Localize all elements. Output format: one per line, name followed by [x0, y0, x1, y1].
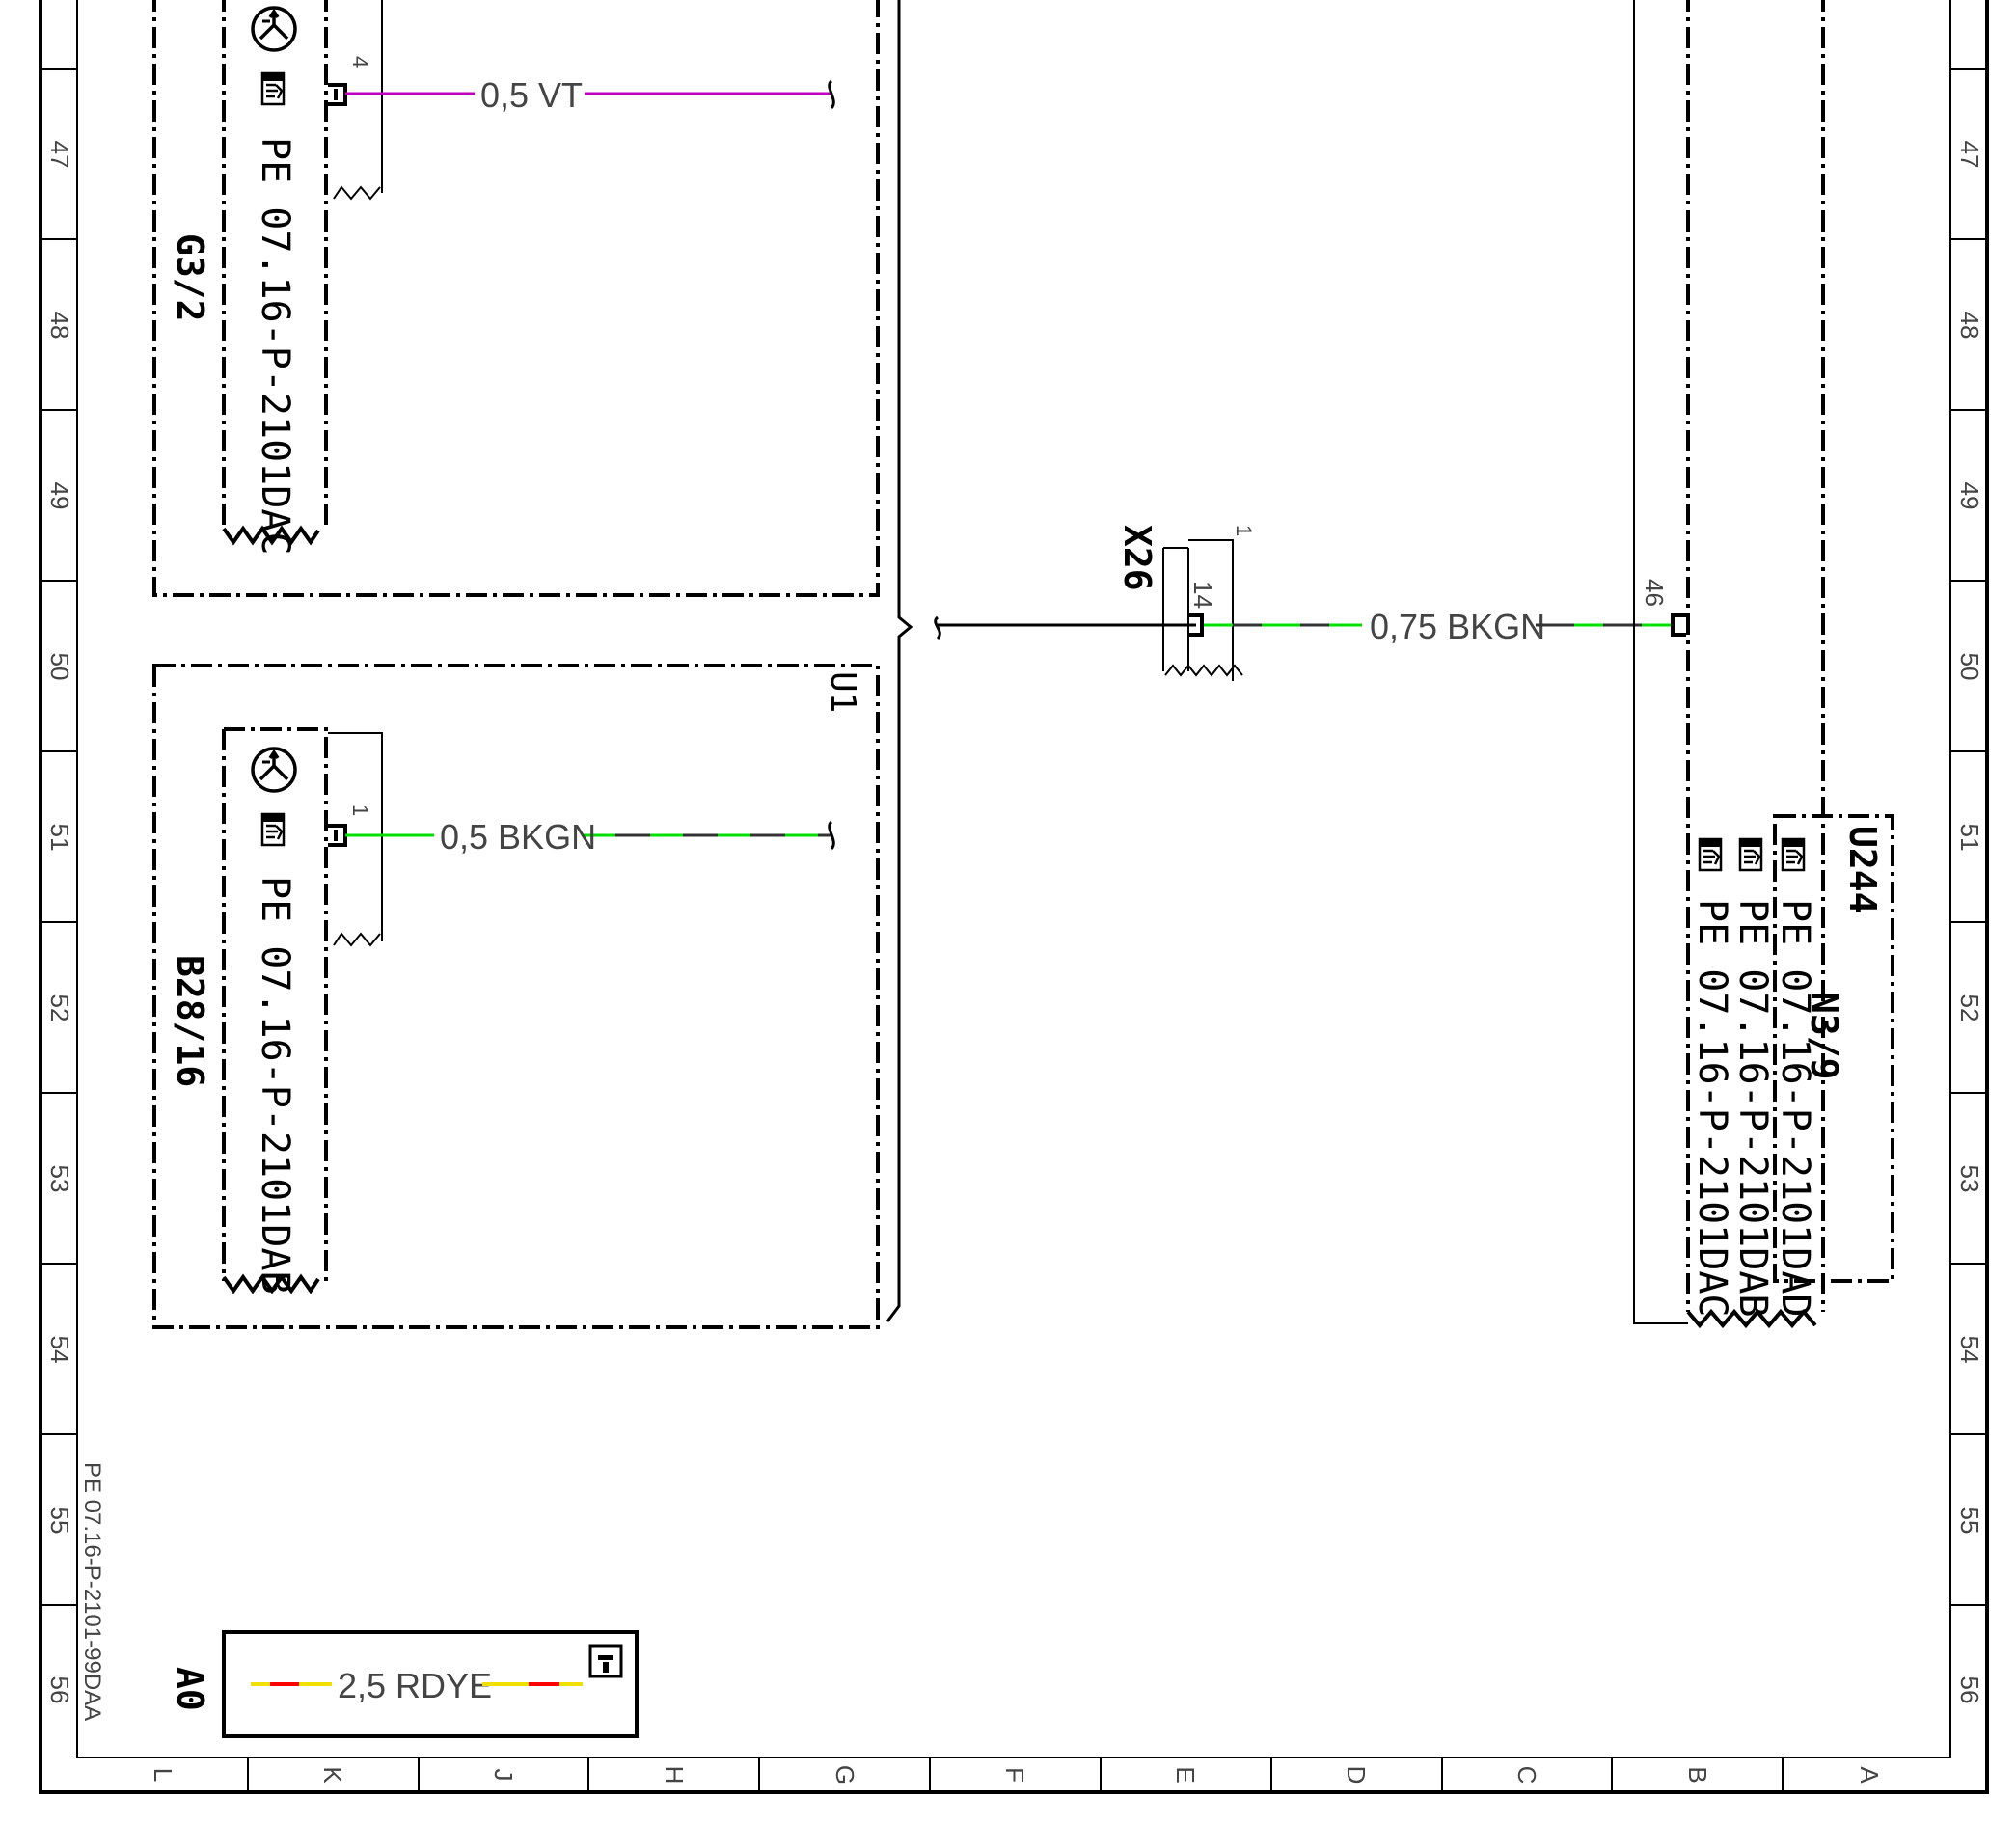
column-label-D: D [1342, 1766, 1371, 1784]
g3-2-pin: 4 [348, 56, 372, 68]
row-label-53-right: 53 [1955, 1165, 1984, 1193]
u244-label: U244 [1841, 826, 1884, 914]
row-label-48-left: 48 [45, 312, 74, 340]
n3-9-pin: 46 [1640, 579, 1669, 607]
row-label-50-right: 50 [1955, 653, 1984, 681]
column-label-J: J [489, 1769, 518, 1782]
wire-vt-end [828, 79, 835, 110]
row-label-55-left: 55 [45, 1507, 74, 1535]
row-label-52-left: 52 [45, 994, 74, 1022]
drawing-reference: PE 07.16-P-2101-99DAA [79, 1462, 105, 1721]
row-label-54-left: 54 [45, 1336, 74, 1364]
wire-bkgn-label: 0,5 BKGN [440, 817, 596, 857]
b28-16-pin: 1 [348, 804, 372, 816]
wire-bkgn-end [828, 820, 835, 851]
inner-frame [76, 0, 1951, 1758]
pointing-hand-icon [260, 71, 286, 106]
b28-16-connector [328, 732, 383, 941]
row-label-48-right: 48 [1955, 312, 1984, 340]
wire-vt-label: 0,5 VT [480, 75, 583, 115]
n3-9-frame [1633, 0, 1688, 1324]
row-label-49-right: 49 [1955, 482, 1984, 510]
row-label-56-left: 56 [45, 1676, 74, 1704]
wire-bkgn-075-label: 0,75 BKGN [1370, 607, 1545, 646]
x26-label: X26 [1116, 525, 1158, 591]
row-label-53-left: 53 [45, 1165, 74, 1193]
row-label-47-right: 47 [1955, 141, 1984, 169]
a0-legend-box [222, 1630, 639, 1738]
row-label-54-right: 54 [1955, 1336, 1984, 1364]
pointing-hand-icon [1738, 837, 1763, 872]
x26-break [1164, 664, 1243, 677]
row-label-47-left: 47 [45, 141, 74, 169]
column-label-F: F [1000, 1767, 1029, 1783]
g3-2-pin-terminal [328, 83, 347, 106]
column-label-E: E [1171, 1766, 1200, 1783]
row-label-50-left: 50 [45, 653, 74, 681]
column-label-A: A [1855, 1766, 1884, 1784]
column-label-K: K [318, 1766, 347, 1784]
info-icon[interactable] [588, 1644, 623, 1678]
b28-16-label: B28/16 [169, 955, 211, 1087]
n3-9-reference: PE 07.16-P-2101DAC [1690, 899, 1734, 1317]
u1-outer-box [152, 664, 880, 1329]
u244-box [1773, 814, 1894, 1283]
x26-pin-top: 1 [1232, 525, 1256, 536]
column-label-B: B [1683, 1766, 1712, 1783]
x26-frame-side [1162, 547, 1188, 671]
g3-2-inner-box [222, 0, 328, 529]
n3-9-box [1686, 0, 1825, 1312]
u1-brace [885, 0, 913, 1322]
b28-16-inner-box [222, 727, 328, 1281]
a0-label: A0 [169, 1667, 211, 1711]
n3-9-label: N3/9 [1803, 992, 1845, 1080]
row-label-55-right: 55 [1955, 1507, 1984, 1535]
u1-label: U1 [823, 671, 862, 713]
row-label-56-right: 56 [1955, 1676, 1984, 1704]
n3-9-break [1686, 1308, 1817, 1329]
g3-2-label: G3/2 [169, 233, 211, 322]
g3-2-connector-break [333, 185, 381, 201]
row-label-52-right: 52 [1955, 994, 1984, 1022]
g3-2-connector [381, 0, 383, 193]
wire-rdye-label: 2,5 RDYE [338, 1666, 492, 1705]
b28-16-reference: PE 07.16-P-2101DAB [253, 876, 297, 1294]
pointing-hand-icon [1781, 837, 1806, 872]
pointing-hand-icon [1698, 837, 1723, 872]
column-label-H: H [660, 1766, 689, 1784]
wire-x26-start [934, 615, 941, 640]
g3-2-outer-box [152, 0, 880, 597]
row-label-49-left: 49 [45, 482, 74, 510]
outer-frame [39, 0, 1989, 1794]
column-ruler [247, 1757, 1784, 1792]
n3-9-terminal [1671, 613, 1686, 637]
transistor-symbol-icon [251, 747, 297, 793]
transistor-symbol-icon [251, 6, 297, 52]
row-ruler [41, 68, 1987, 1606]
column-label-G: G [831, 1765, 859, 1784]
x26-frame [1187, 539, 1234, 681]
row-label-51-right: 51 [1955, 824, 1984, 852]
row-label-51-left: 51 [45, 824, 74, 852]
n3-9-reference: PE 07.16-P-2101DAB [1730, 899, 1775, 1317]
g3-2-reference: PE 07.16-P-2101DAC [253, 137, 297, 555]
g3-2-break [222, 525, 320, 546]
column-label-C: C [1512, 1766, 1541, 1784]
pointing-hand-icon [260, 812, 286, 847]
x26-terminal [1188, 613, 1204, 637]
b28-16-connector-break [333, 932, 381, 947]
n3-9-reference: PE 07.16-P-2101DAD [1773, 899, 1817, 1317]
b28-16-pin-terminal [328, 824, 347, 847]
b28-16-break [222, 1273, 320, 1294]
column-label-L: L [149, 1768, 177, 1782]
x26-pin: 14 [1188, 581, 1217, 609]
